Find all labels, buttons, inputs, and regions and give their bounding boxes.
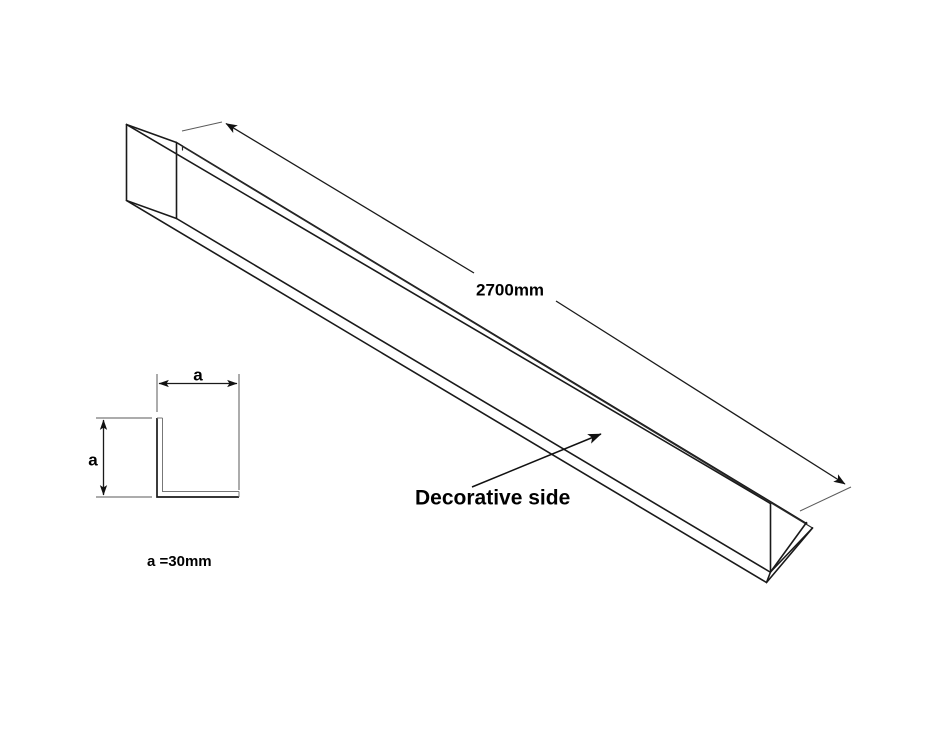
isometric-angle-bar <box>125 123 814 584</box>
right-end-vertical-leg-inner <box>769 521 808 573</box>
profile-inner-outline <box>162 418 239 492</box>
cross-section-view: a a a =30mm <box>88 365 240 570</box>
length-dim-line-left <box>225 122 475 274</box>
decorative-side-callout: Decorative side <box>415 433 602 510</box>
decorative-side-label: Decorative side <box>415 487 570 510</box>
decorative-side-leader-line <box>471 433 602 488</box>
length-dim-extension-right <box>799 486 852 512</box>
width-dimension-label: a <box>193 365 203 384</box>
flange-thickness-edge-b <box>181 145 814 529</box>
length-dimension: 2700mm <box>181 121 852 512</box>
profile-outer-outline <box>156 418 239 498</box>
length-dim-line-right <box>555 300 846 485</box>
height-dimension-label: a <box>88 450 98 469</box>
profile-legend-label: a =30mm <box>147 553 212 570</box>
flange-bottom-edge <box>125 199 768 584</box>
right-end-outer-bottom <box>765 527 814 584</box>
length-dim-extension-left <box>181 121 223 132</box>
flange-inner-long-edge <box>175 217 771 573</box>
flange-top-edge <box>125 123 772 505</box>
length-dimension-label: 2700mm <box>476 280 544 299</box>
